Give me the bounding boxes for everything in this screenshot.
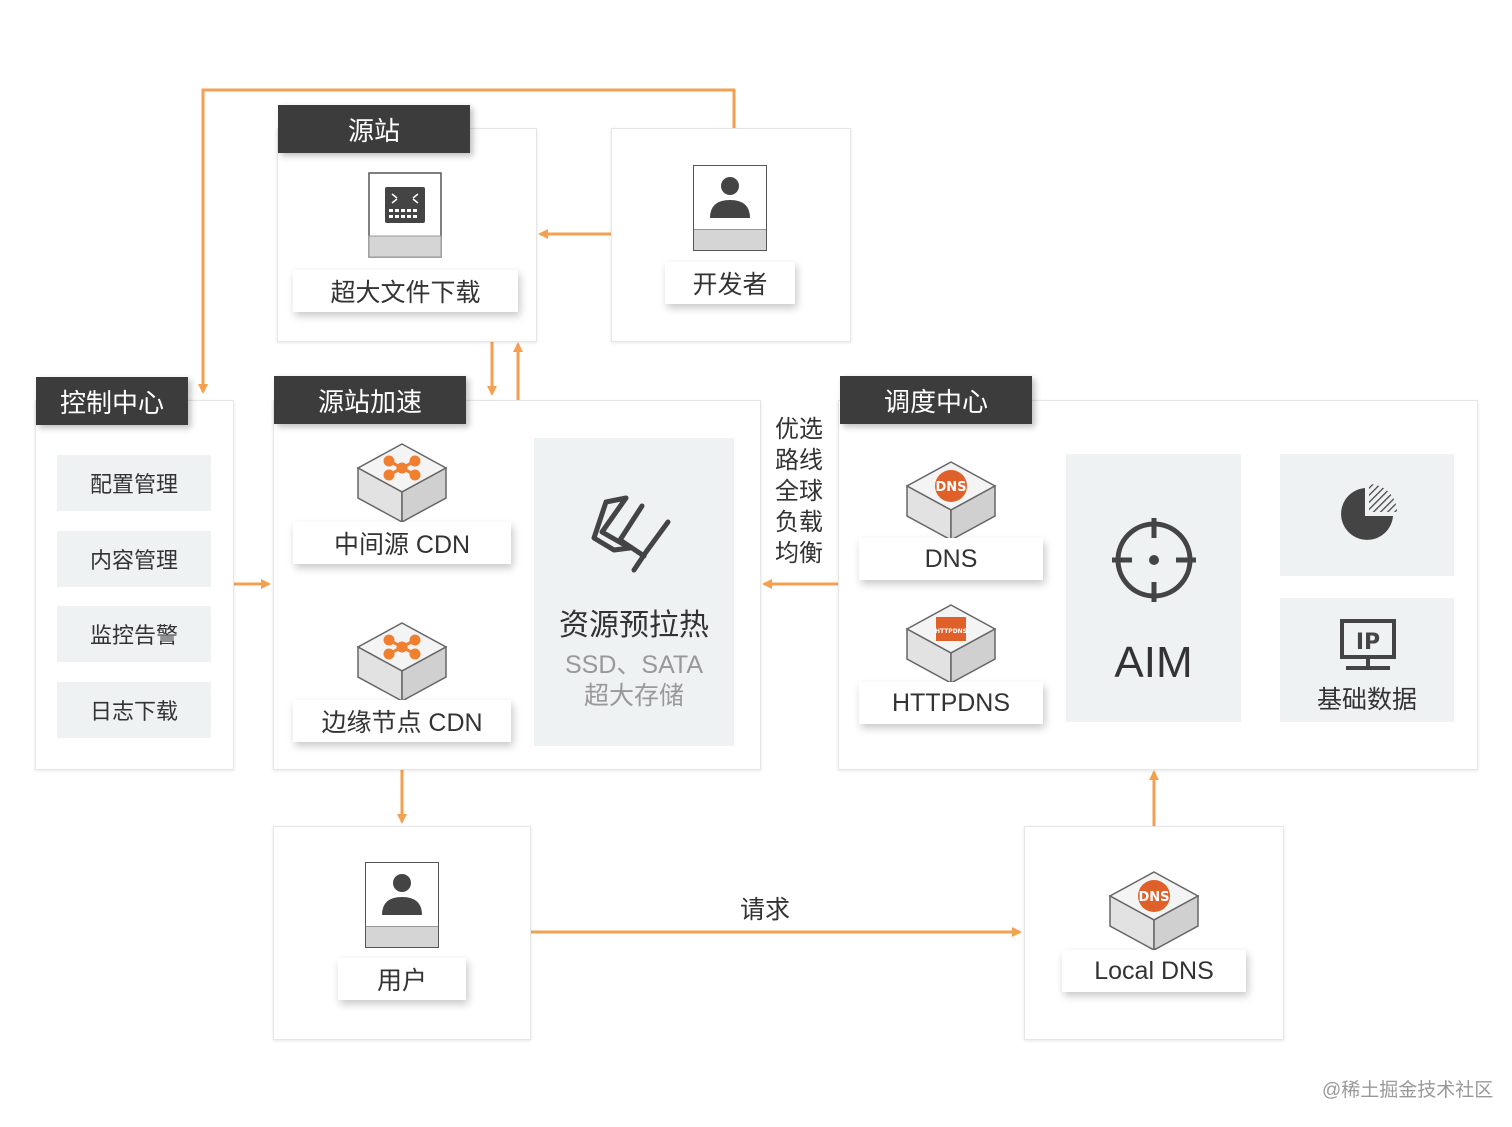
pie-chart-icon — [1337, 484, 1397, 544]
svg-text:IP: IP — [1356, 630, 1380, 655]
svg-text:HTTPDNS: HTTPDNS — [935, 628, 967, 635]
storage-types: SSD、SATA — [565, 651, 703, 679]
menu-config-management: 配置管理 — [57, 455, 211, 511]
layers-icon — [590, 492, 680, 576]
server-icon — [368, 172, 442, 258]
arrow-developer-to-control — [198, 88, 736, 394]
edge-cdn-node-icon — [356, 621, 448, 703]
preheat-box — [534, 438, 734, 746]
httpdns-node-icon: HTTPDNS — [905, 603, 997, 685]
dns-label: DNS — [859, 538, 1043, 580]
preheat-title: 资源预拉热 — [559, 609, 709, 642]
request-label: 请求 — [740, 896, 791, 924]
control-center-title: 控制中心 — [36, 377, 188, 425]
analytics-box — [1280, 454, 1454, 576]
large-storage: 超大存储 — [583, 682, 684, 710]
base-data-label: 基础数据 — [1316, 686, 1417, 714]
developer-avatar-icon — [693, 165, 767, 251]
developer-label: 开发者 — [665, 262, 795, 304]
local-dns-node-icon: DNS — [1108, 870, 1200, 952]
global-balance-text: 优选 路线 全球 负载 均衡 — [775, 416, 823, 567]
mid-cdn-node-icon — [356, 442, 448, 524]
mid-cdn-label: 中间源 CDN — [293, 522, 511, 564]
target-crosshair-icon — [1112, 518, 1196, 602]
origin-title: 源站 — [278, 105, 470, 153]
menu-monitoring-alerts: 监控告警 — [57, 606, 211, 662]
watermark: @稀土掘金技术社区 — [1322, 1080, 1494, 1101]
svg-text:DNS: DNS — [935, 480, 966, 495]
origin-acceleration-title: 源站加速 — [274, 376, 466, 424]
edge-cdn-label: 边缘节点 CDN — [293, 700, 511, 742]
dns-node-icon: DNS — [905, 460, 997, 542]
svg-text:DNS: DNS — [1138, 890, 1169, 905]
menu-content-management: 内容管理 — [57, 531, 211, 587]
menu-log-download: 日志下载 — [57, 682, 211, 738]
large-file-download-label: 超大文件下载 — [293, 270, 518, 312]
aim-label: AIM — [1114, 638, 1193, 687]
user-avatar-icon — [365, 862, 439, 948]
local-dns-label: Local DNS — [1062, 950, 1246, 992]
user-label: 用户 — [338, 958, 466, 1000]
httpdns-label: HTTPDNS — [859, 682, 1043, 724]
ip-monitor-icon: IP — [1338, 618, 1398, 674]
dispatch-center-title: 调度中心 — [840, 376, 1032, 424]
